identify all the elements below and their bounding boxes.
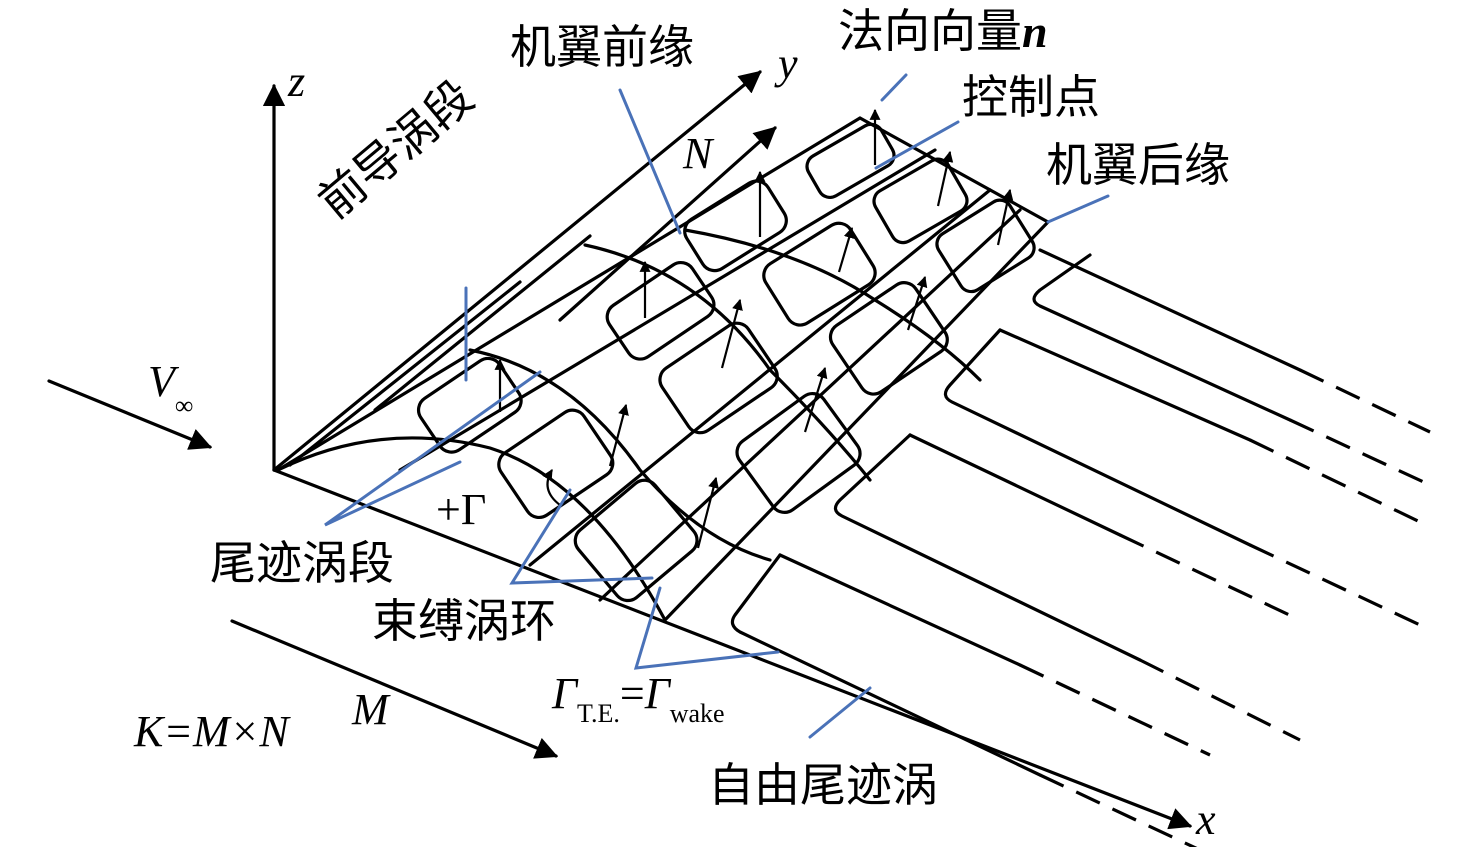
leader-te-wake [633,586,780,670]
leader-control-point [874,120,960,170]
vortex-ring [762,221,877,327]
trailing-vortex-segment-label: 尾迹涡段 [210,536,394,590]
x-axis [272,468,1193,830]
te-wake-equation: ΓT.E.=Γwake [552,669,725,728]
freestream-arrow [47,379,213,450]
y-axis-label: y [778,39,798,88]
leader-leading-edge [618,88,682,235]
x-axis-label: x [1196,795,1216,844]
trailing-edge-label: 机翼后缘 [1046,138,1230,192]
vortex-ring [658,321,779,435]
bound-vortex-ring-label: 束缚涡环 [372,594,556,648]
leader-trailing-vortex [324,370,542,527]
leader-bound-ring [509,488,654,585]
n-label: N [683,129,713,178]
wing-root-edge [276,436,667,622]
bound-vortex-rings [416,122,1036,603]
m-direction-arrow [230,619,559,759]
vortex-ring [735,391,862,514]
leading-vortex-line-2 [373,234,592,412]
wing-tip-edge [858,116,1050,224]
control-point-label: 控制点 [962,70,1100,124]
vortex-ring [935,198,1036,294]
y-axis [272,70,762,472]
vortex-ring [805,122,896,199]
vortex-ring [683,179,788,273]
vortex-ring [605,261,716,361]
vortex-ring [872,157,969,245]
normal-vectors [494,108,1014,549]
leading-edge-label: 机翼前缘 [510,20,694,74]
leader-lines [324,73,1110,739]
z-axis-label: z [288,57,306,106]
vortex-ring [573,478,699,603]
leading-vortex-line [288,280,522,467]
k-formula: K=M×N [134,707,289,756]
free-wake-vortex-label: 自由尾迹涡 [708,758,938,812]
vortex-ring [497,408,615,519]
vortex-ring [828,281,949,396]
wing-trailing-edge [663,220,1050,622]
m-label: M [352,685,389,734]
vortex-ring [416,356,523,454]
circulation-arrow [542,469,561,506]
leader-normal-vector [880,73,908,102]
normal-vector-label: 法向向量n [838,4,1048,58]
n-direction-arrow [558,126,777,322]
leader-trailing-edge [1046,194,1110,224]
free-wake-vortices [730,248,1431,847]
leader-free-wake [808,686,872,739]
circulation-label: +Γ [436,485,487,534]
freestream-label: V∞ [148,357,194,420]
